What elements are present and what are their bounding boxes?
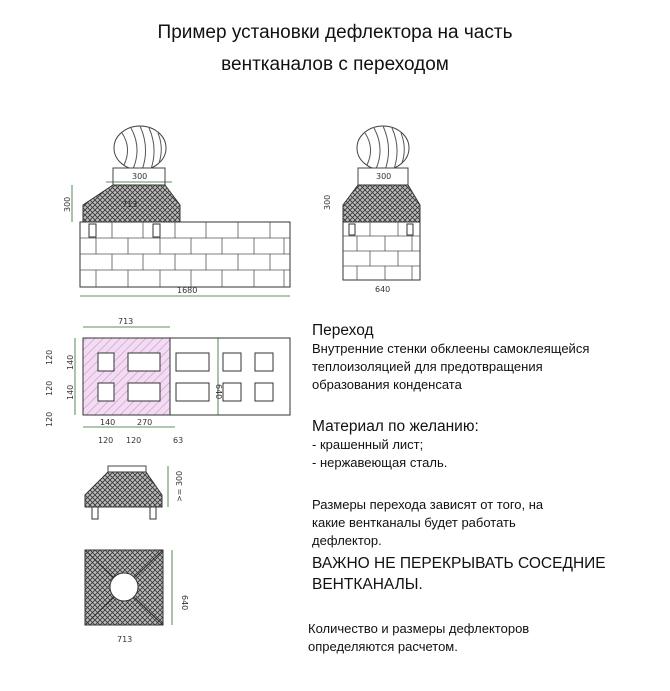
warning-line: ВАЖНО НЕ ПЕРЕКРЫВАТЬ СОСЕДНИЕ	[312, 555, 606, 572]
front-view: 300 713 300 1680	[63, 125, 291, 297]
material-item: - нержавеющая сталь.	[312, 455, 448, 470]
square-dim-depth: 640	[180, 595, 189, 610]
size-note: Размеры перехода зависят от того, на как…	[312, 496, 543, 550]
dim-bottom: 140	[100, 418, 115, 427]
warning: ВАЖНО НЕ ПЕРЕКРЫВАТЬ СОСЕДНИЕ ВЕНТКАНАЛЫ…	[312, 553, 606, 595]
count-note: Количество и размеры дефлекторов определ…	[308, 620, 529, 656]
dim-bottom: 270	[137, 418, 152, 427]
text-line: теплоизоляцией для предотвращения	[312, 359, 543, 374]
material-item: - крашенный лист;	[312, 437, 424, 452]
plan-view: 713 640 120 120 120 140 140 140 270 120 …	[45, 317, 291, 445]
hood2-dim-height: >= 300	[175, 471, 184, 502]
side-dim-neck: 300	[376, 172, 391, 181]
side-view: 300 300 640	[323, 125, 421, 294]
material-heading: Материал по желанию:	[312, 418, 479, 435]
dim-channel: 140	[66, 385, 75, 400]
dim-wall-length: 1680	[177, 286, 197, 295]
text-line: Внутренние стенки обклеены самоклеящейся	[312, 341, 590, 356]
dim-gap: 120	[126, 436, 141, 445]
dim-row: 120	[45, 412, 54, 427]
dim-row: 120	[45, 381, 54, 396]
material-section: Материал по желанию: - крашенный лист; -…	[312, 418, 479, 472]
plan-dim-depth: 640	[214, 384, 223, 399]
transition-heading: Переход	[312, 322, 374, 339]
text-line: определяются расчетом.	[308, 639, 458, 654]
dim-hood-width: 713	[122, 200, 137, 209]
text-line: какие вентканалы будет работать	[312, 515, 516, 530]
dim-hood-height: 300	[63, 197, 72, 212]
text-line: Размеры перехода зависят от того, на	[312, 497, 544, 512]
dim-row: 120	[45, 350, 54, 365]
warning-line: ВЕНТКАНАЛЫ.	[312, 576, 423, 593]
transition-section: Переход Внутренние стенки обклеены самок…	[312, 322, 589, 394]
hood-plan: 640 713	[84, 549, 189, 644]
plan-dim-width: 713	[118, 317, 133, 326]
square-dim-width: 713	[117, 635, 132, 644]
text-line: дефлектор.	[312, 533, 382, 548]
title-line-1: Пример установки дефлектора на часть	[157, 22, 513, 43]
dim-gap: 63	[173, 436, 183, 445]
text-line: Количество и размеры дефлекторов	[308, 621, 530, 636]
hood-detail: >= 300	[84, 465, 184, 520]
dim-gap: 120	[98, 436, 113, 445]
dim-channel: 140	[66, 355, 75, 370]
side-dim-width: 640	[375, 285, 390, 294]
dim-neck: 300	[132, 172, 147, 181]
side-dim-height: 300	[323, 195, 332, 210]
title-line-2: вентканалов с переходом	[221, 54, 449, 75]
text-line: образования конденсата	[312, 377, 462, 392]
